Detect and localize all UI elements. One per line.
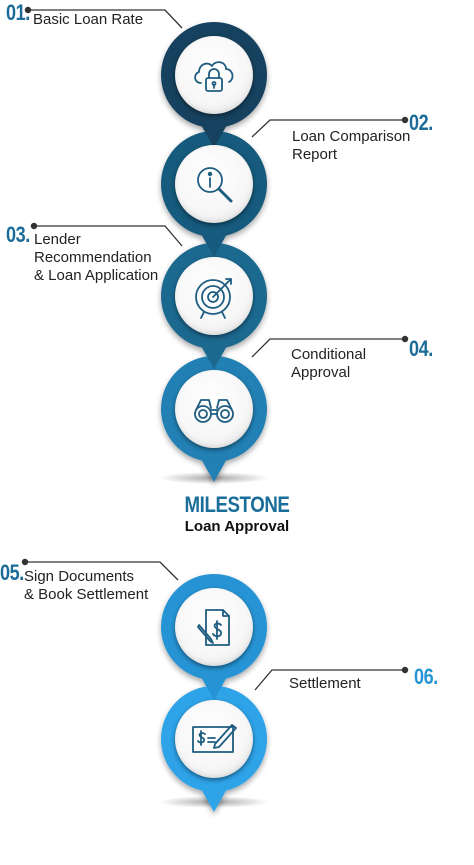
step-6-label-line-1: Settlement <box>289 675 361 692</box>
step-1-label: Basic Loan Rate <box>33 11 143 29</box>
target-arrow-icon <box>195 278 232 319</box>
step-3-label-line-2: Recommendation <box>34 249 152 266</box>
callout-line-6 <box>254 669 405 691</box>
step-4-label-line-1: Conditional <box>291 346 367 363</box>
step-6-disc <box>175 700 253 778</box>
callout-line-5 <box>25 561 179 581</box>
step-3-disc <box>175 257 253 335</box>
step-2-number: 02. <box>409 110 433 135</box>
step-2-disc <box>175 145 253 223</box>
step-5-label-line-2: & Book Settlement <box>24 586 149 603</box>
step-5-number: 05. <box>0 560 24 585</box>
step-2-label-line-1: Loan Comparison <box>292 128 411 145</box>
step-3-number: 03. <box>6 222 30 247</box>
step-1-label-line-1: Basic Loan Rate <box>33 11 144 28</box>
callout-dot-1 <box>24 6 32 14</box>
step-3-label-line-3: & Loan Application <box>34 267 159 284</box>
step-3-label-line-1: Lender <box>34 231 81 248</box>
step-4-label-line-2: Approval <box>291 364 351 381</box>
callout-line-4 <box>251 338 405 358</box>
callout-dot-2 <box>401 116 409 124</box>
binoculars-icon <box>194 399 234 423</box>
info-magnifier-icon <box>197 167 233 203</box>
step-5-label-line-1: Sign Documents <box>24 568 135 585</box>
step-2-label-line-2: Report <box>292 146 338 163</box>
callout-line-2 <box>251 119 405 138</box>
milestone-subtitle: Loan Approval <box>184 518 290 535</box>
step-4-number: 04. <box>409 336 433 361</box>
step-6-number: 06. <box>414 664 438 689</box>
signed-document-icon <box>197 609 230 646</box>
step-1-number: 01. <box>6 0 30 25</box>
callout-line-3 <box>34 225 183 247</box>
step-3-label: Lender Recommendation & Loan Application <box>34 231 158 285</box>
step-4-disc <box>175 370 253 448</box>
step-6-label: Settlement <box>289 675 361 693</box>
step-1-disc <box>175 36 253 114</box>
callout-dot-3 <box>30 222 38 230</box>
step-5-disc <box>175 588 253 666</box>
callout-dot-4 <box>401 335 409 343</box>
step-2-label: Loan Comparison Report <box>292 128 410 164</box>
callout-line-1 <box>28 9 183 29</box>
callout-dot-6 <box>401 666 409 674</box>
step-5-label: Sign Documents & Book Settlement <box>24 568 148 604</box>
step-4-label: Conditional Approval <box>291 346 366 382</box>
cheque-icon <box>192 724 237 753</box>
milestone-title: MILESTONE <box>184 492 290 517</box>
callout-dot-5 <box>21 558 29 566</box>
cloud-lock-icon <box>194 61 234 92</box>
